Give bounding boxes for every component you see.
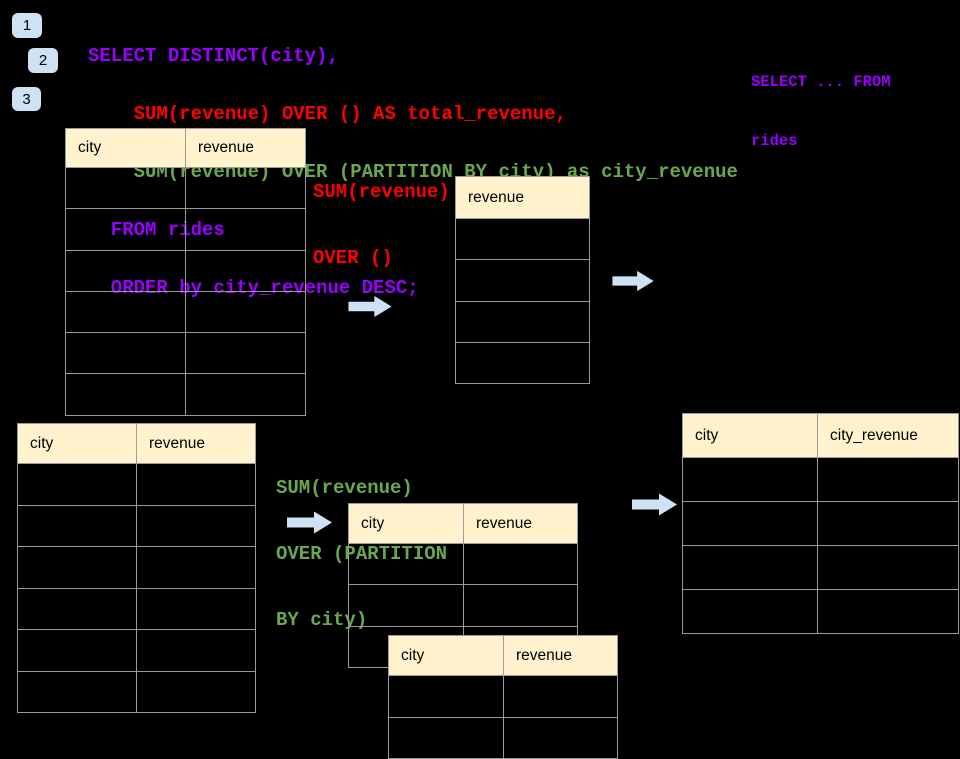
table-partition-front: city revenue	[388, 635, 618, 759]
right-arrow-icon	[612, 270, 654, 292]
arrow-total-result-out	[611, 270, 656, 297]
table-row	[17, 587, 256, 630]
table-row	[348, 584, 578, 627]
table-city-revenue-result: city city_revenue	[682, 413, 959, 634]
column-header-city: city	[17, 423, 137, 464]
step-2-badge: 2	[28, 48, 58, 73]
arrow-rides-to-partition	[287, 510, 333, 540]
sql-line-select: SELECT DISTINCT(city),	[88, 45, 339, 67]
table-row	[388, 675, 618, 718]
table-row	[455, 341, 590, 385]
table-row	[455, 217, 590, 261]
table-row	[65, 249, 306, 292]
side-note-line2: rides	[751, 131, 798, 150]
step-1-badge: 1	[12, 13, 42, 38]
column-header-city: city	[682, 413, 818, 458]
arrow-to-final-result	[632, 492, 678, 522]
table-row	[388, 716, 618, 759]
select-from-rides-note: SELECT ... FROM rides	[751, 34, 891, 171]
sql-line-total-revenue: SUM(revenue) OVER () AS total_revenue,	[88, 103, 567, 125]
annotation-over-total: SUM(revenue) OVER ()	[313, 137, 450, 291]
table-row	[455, 300, 590, 343]
table-row	[65, 208, 306, 251]
table-row	[682, 545, 959, 590]
table-rides-top: city revenue	[65, 128, 306, 416]
table-row	[682, 457, 959, 502]
table-row	[65, 166, 306, 210]
table-row	[65, 373, 306, 416]
right-arrow-icon	[632, 493, 677, 516]
annotation-over-total-line2: OVER ()	[313, 247, 393, 269]
table-row	[348, 542, 578, 586]
table-total-revenue-result: revenue	[455, 176, 590, 385]
side-note-line1: SELECT ... FROM	[751, 73, 891, 91]
table-row	[17, 670, 256, 713]
step-3-badge: 3	[12, 87, 41, 111]
column-header-city: city	[388, 635, 504, 676]
slide-canvas: { "colors": { "background": "#000000", "…	[12, 13, 959, 759]
column-header-city: city	[65, 128, 186, 168]
column-header-city: city	[348, 503, 464, 544]
table-row	[17, 629, 256, 672]
table-row	[65, 332, 306, 375]
column-header-revenue: revenue	[455, 176, 590, 219]
column-header-revenue: revenue	[136, 423, 256, 464]
table-row	[682, 501, 959, 546]
column-header-city-revenue: city_revenue	[817, 413, 959, 458]
table-row	[65, 290, 306, 334]
annotation-over-partition-line1: SUM(revenue)	[276, 477, 413, 499]
right-arrow-icon	[287, 511, 332, 534]
table-row	[17, 546, 256, 589]
table-rides-bottom: city revenue	[17, 423, 256, 713]
table-row	[455, 259, 590, 302]
annotation-over-total-line1: SUM(revenue)	[313, 181, 450, 203]
table-row	[17, 463, 256, 506]
column-header-revenue: revenue	[503, 635, 618, 676]
right-arrow-icon	[348, 295, 392, 318]
column-header-revenue: revenue	[463, 503, 578, 544]
table-row	[17, 504, 256, 547]
column-header-revenue: revenue	[185, 128, 306, 168]
table-row	[682, 589, 959, 634]
arrow-rides-to-total	[348, 295, 393, 323]
